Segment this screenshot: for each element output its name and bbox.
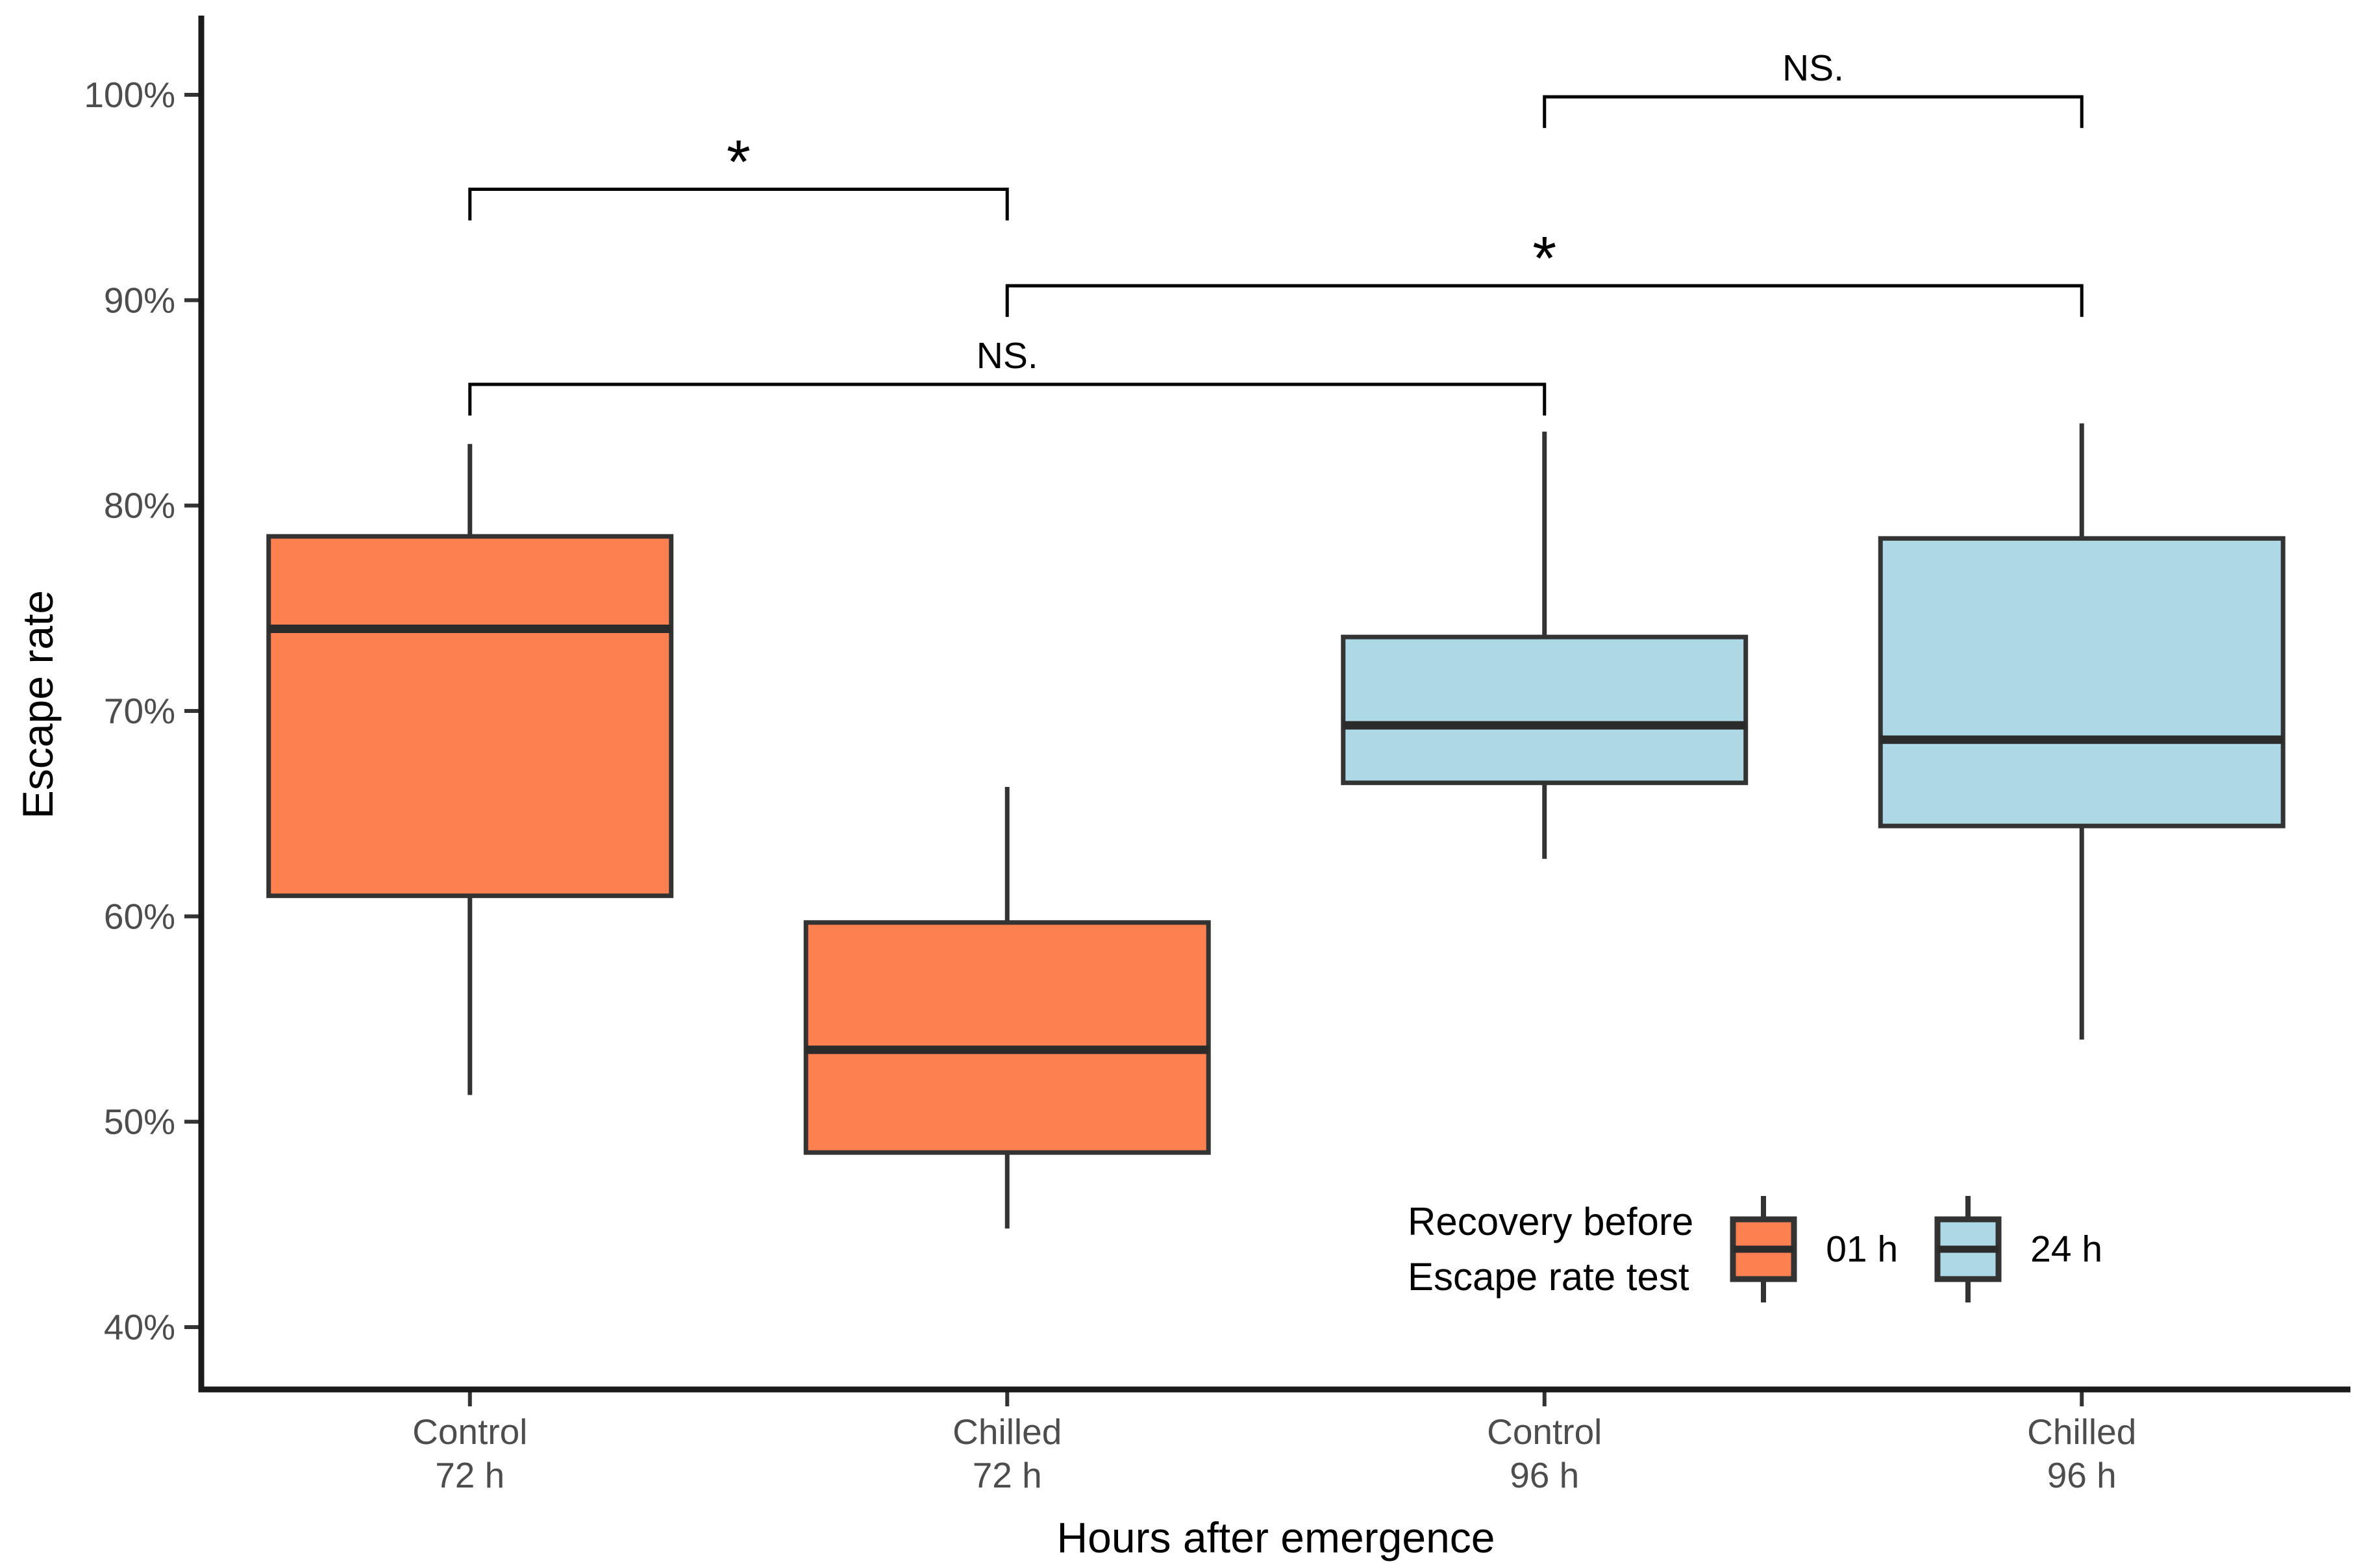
x-tick-label-2-line2: 96 h bbox=[1510, 1455, 1579, 1495]
legend-key-24h-boxplot-icon bbox=[1932, 1193, 2004, 1305]
sig-bracket-2 bbox=[1005, 284, 2084, 317]
legend-title: Recovery before Escape rate test bbox=[1408, 1194, 1693, 1304]
box-control-96h bbox=[1341, 634, 1749, 786]
y-tick-label-90: 90% bbox=[104, 280, 175, 320]
legend-item-24h: 24 h bbox=[1932, 1193, 2102, 1305]
sig-label-3: NS. bbox=[1782, 47, 1844, 89]
legend-label-01h: 01 h bbox=[1826, 1228, 1899, 1270]
x-tick-label-3-line1: Chilled bbox=[2027, 1412, 2136, 1452]
box-control-72h bbox=[266, 534, 674, 899]
y-tick-label-40: 40% bbox=[104, 1307, 175, 1347]
sig-label-1: NS. bbox=[977, 335, 1038, 377]
sig-bracket-1 bbox=[468, 382, 1547, 416]
y-tick-label-80: 80% bbox=[104, 486, 175, 526]
legend: Recovery before Escape rate test 01 h 24… bbox=[1408, 1193, 2102, 1305]
y-tick-label-70: 70% bbox=[104, 691, 175, 731]
legend-key-glyph-24h bbox=[1934, 1196, 2002, 1302]
legend-key-glyph-01h bbox=[1730, 1196, 1797, 1302]
y-axis-title: Escape rate bbox=[14, 590, 62, 819]
x-tick-label-2-line1: Control bbox=[1487, 1412, 1602, 1452]
x-tick-label-3-line2: 96 h bbox=[2047, 1455, 2117, 1495]
box-chilled-96h bbox=[1878, 536, 2285, 828]
y-tick-label-100: 100% bbox=[84, 75, 175, 115]
box-chilled-72h bbox=[803, 920, 1211, 1155]
x-tick-label-1-line2: 72 h bbox=[973, 1455, 1042, 1495]
legend-title-line1: Recovery before bbox=[1408, 1199, 1694, 1243]
sig-label-0: * bbox=[727, 128, 751, 197]
legend-label-24h: 24 h bbox=[2030, 1228, 2103, 1270]
sig-bracket-3 bbox=[1543, 95, 2084, 129]
y-tick-label-50: 50% bbox=[104, 1102, 175, 1142]
x-tick-label-0-line1: Control bbox=[412, 1412, 527, 1452]
legend-title-line2: Escape rate test bbox=[1408, 1255, 1689, 1299]
y-tick-label-60: 60% bbox=[104, 896, 175, 936]
x-tick-label-0-line2: 72 h bbox=[435, 1455, 504, 1495]
x-axis-title: Hours after emergence bbox=[1056, 1513, 1495, 1562]
sig-label-2: * bbox=[1532, 224, 1556, 293]
legend-item-01h: 01 h bbox=[1727, 1193, 1898, 1305]
legend-key-01h-boxplot-icon bbox=[1727, 1193, 1800, 1305]
sig-bracket-0 bbox=[468, 188, 1009, 221]
x-tick-label-1-line1: Chilled bbox=[953, 1412, 1062, 1452]
